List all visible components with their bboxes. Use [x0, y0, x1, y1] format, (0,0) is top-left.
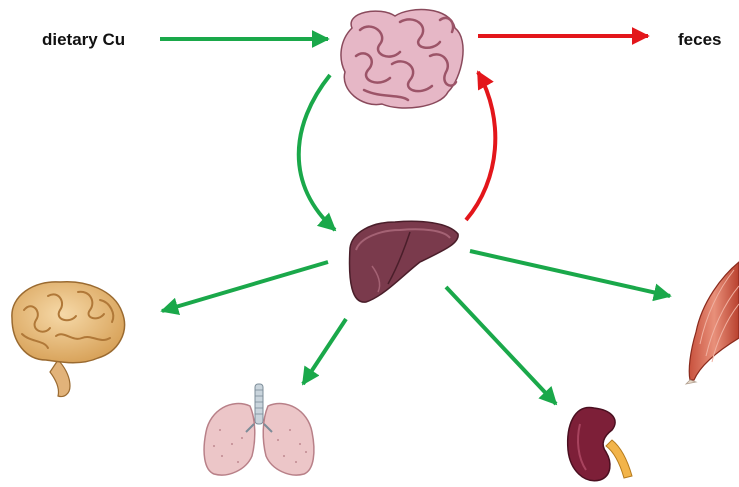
intestine-icon [341, 10, 463, 108]
arrow-liver-to-kidney [446, 287, 556, 404]
arrow-liver-to-brain [162, 262, 328, 311]
arrow-liver-to-intestine [466, 72, 495, 220]
lungs-icon [204, 384, 314, 475]
kidney-icon [568, 408, 632, 481]
brain-icon [12, 282, 125, 397]
dietary-cu-label: dietary Cu [42, 30, 125, 50]
arrow-intestine-to-liver [299, 75, 335, 230]
arrow-liver-to-muscle [470, 251, 670, 296]
liver-icon [350, 221, 459, 302]
feces-label: feces [678, 30, 721, 50]
arrow-liver-to-lungs [303, 319, 346, 384]
muscle-icon [686, 262, 739, 384]
